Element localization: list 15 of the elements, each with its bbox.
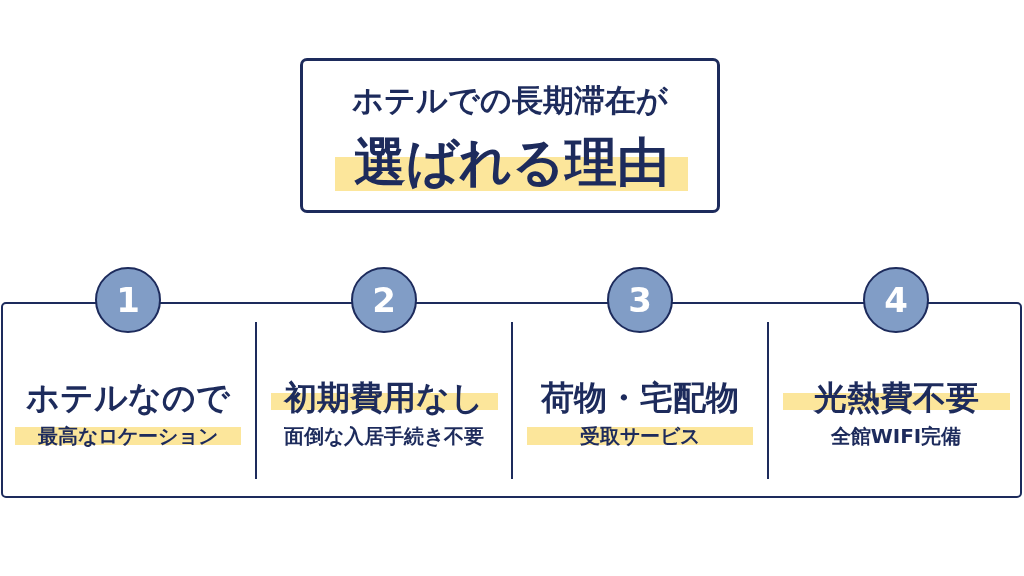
step-number: 3 — [628, 283, 652, 317]
step-number: 2 — [372, 283, 396, 317]
reason-subtext: 受取サービス — [527, 424, 753, 448]
title-box — [300, 58, 720, 213]
title-heading: 選ばれる理由 — [335, 133, 688, 193]
step-number: 1 — [116, 283, 140, 317]
reason-heading: ホテルなので — [25, 378, 231, 418]
title-line: ホテルでの長期滞在が — [351, 82, 669, 120]
reason-subtext: 面倒な入居手続き不要 — [283, 424, 485, 448]
reason-heading: 初期費用なし — [270, 378, 498, 418]
reason-heading: 荷物・宅配物 — [540, 378, 740, 418]
reason-subtext: 最高なロケーション — [15, 424, 241, 448]
reason-heading: 光熱費不要 — [782, 378, 1010, 418]
reason-subtext: 全館WIFI完備 — [829, 424, 963, 448]
step-number: 4 — [884, 283, 908, 317]
